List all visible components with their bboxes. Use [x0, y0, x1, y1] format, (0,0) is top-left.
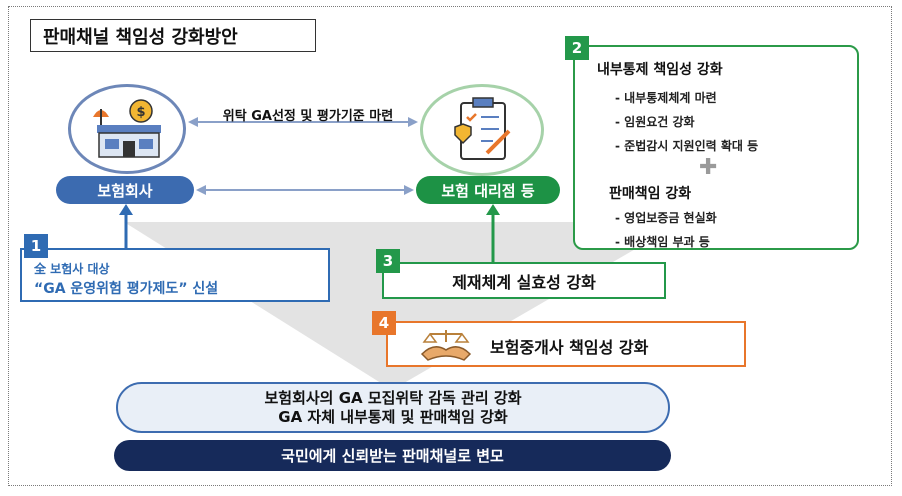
box2-item: - 임원요건 강화	[615, 115, 695, 129]
box-broker-responsibility: 보험중개사 책임성 강화	[386, 321, 746, 367]
box2-heading1: 내부통제 책임성 강화	[597, 62, 723, 78]
box2-item: - 준법감시 지원인력 확대 등	[615, 139, 759, 153]
number-badge-1: 1	[24, 234, 48, 258]
summary-line2: GA 자체 내부통제 및 판매책임 강화	[278, 407, 508, 426]
plus-icon: ✚	[699, 155, 718, 180]
top-link-label: 위탁 GA선정 및 평가기준 마련	[222, 109, 394, 124]
box1-line2: “GA 운영위험 평가제도” 신설	[34, 281, 219, 297]
number-badge-4: 4	[372, 311, 396, 335]
insurance-company-pill: 보험회사	[56, 176, 194, 204]
summary-oval: 보험회사의 GA 모집위탁 감독 관리 강화 GA 자체 내부통제 및 판매책임…	[116, 382, 670, 433]
number-badge-2: 2	[565, 36, 589, 60]
box2-item: - 영업보증금 현실화	[615, 211, 717, 225]
goal-banner: 국민에게 신뢰받는 판매채널로 변모	[114, 440, 671, 471]
box4-text: 보험중개사 책임성 강화	[490, 338, 649, 357]
page-title: 판매채널 책임성 강화방안	[30, 19, 316, 52]
outer-frame	[8, 6, 892, 486]
summary-line1: 보험회사의 GA 모집위탁 감독 관리 강화	[264, 388, 522, 407]
insurance-company-circle: $	[68, 84, 186, 174]
checklist-clipboard-icon	[454, 97, 511, 160]
svg-text:$: $	[136, 105, 145, 120]
box-internal-control: 내부통제 책임성 강화 - 내부통제체계 마련 - 임원요건 강화 - 준법감시…	[573, 45, 859, 250]
agency-circle	[420, 84, 544, 176]
agency-pill: 보험 대리점 등	[416, 176, 560, 204]
box1-line1: 全 보험사 대상	[34, 262, 110, 276]
box2-heading2: 판매책임 강화	[609, 186, 692, 202]
box-sanction-effectiveness: 제재체계 실효성 강화	[382, 262, 666, 299]
handshake-scale-icon	[420, 330, 472, 361]
box-ga-risk-evaluation: 全 보험사 대상 “GA 운영위험 평가제도” 신설	[20, 248, 330, 302]
insurance-building-icon: $	[93, 99, 161, 158]
number-badge-3: 3	[376, 249, 400, 273]
box2-item: - 내부통제체계 마련	[615, 91, 717, 105]
box2-item: - 배상책임 부과 등	[615, 235, 710, 249]
